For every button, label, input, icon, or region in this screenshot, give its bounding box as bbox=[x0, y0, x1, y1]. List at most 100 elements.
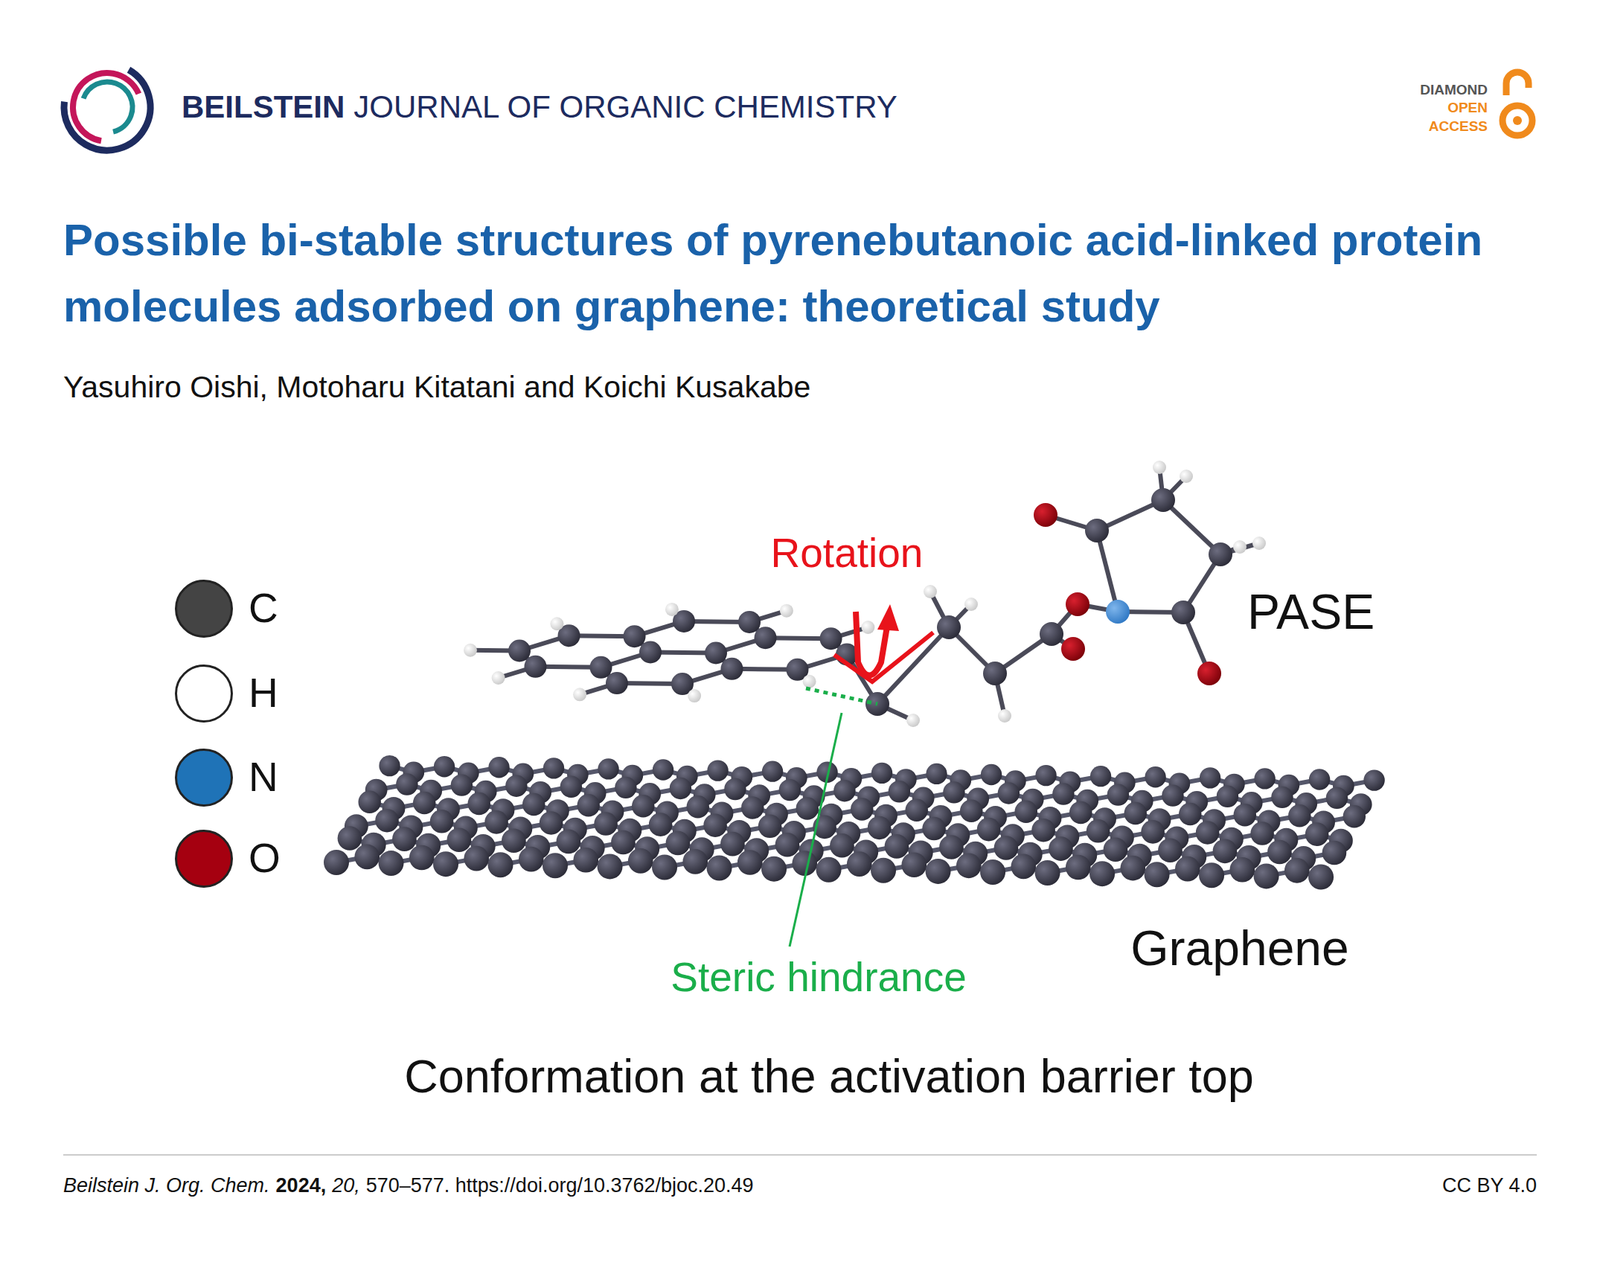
carbon-atom bbox=[623, 625, 646, 648]
graphene-atom bbox=[775, 832, 800, 858]
open-access-lock bbox=[1502, 105, 1533, 136]
carbon-atom bbox=[720, 657, 743, 681]
hydrogen-atom bbox=[1233, 540, 1247, 554]
graphene-atom bbox=[1322, 840, 1347, 866]
legend-swatch bbox=[174, 579, 233, 638]
graphene-atom bbox=[980, 859, 1006, 885]
oxygen-atom bbox=[1061, 637, 1086, 661]
graphene-atom bbox=[871, 762, 893, 784]
graphene-atom bbox=[1198, 862, 1225, 888]
logo-ring bbox=[48, 48, 166, 166]
graphene-atom bbox=[505, 774, 527, 797]
graphene-atom bbox=[648, 812, 673, 837]
hydrogen-atom bbox=[997, 709, 1012, 723]
graphene-atom bbox=[960, 799, 983, 822]
hydrogen-atom bbox=[964, 597, 978, 611]
carbon-atom bbox=[936, 615, 961, 640]
logo-ring bbox=[74, 74, 140, 140]
graphene-atom bbox=[1213, 839, 1238, 864]
leader-line bbox=[789, 712, 842, 947]
graphene-atom bbox=[1015, 800, 1038, 824]
graphene-atom bbox=[796, 797, 819, 820]
citation-part: 2024, bbox=[276, 1174, 327, 1198]
graphene-atom bbox=[1010, 854, 1036, 880]
graphene-atom bbox=[762, 761, 783, 783]
graphene-atom bbox=[1157, 837, 1183, 863]
graphene-atom bbox=[1065, 855, 1091, 881]
graphene-atom bbox=[409, 845, 435, 871]
graphene-atom bbox=[1250, 821, 1275, 846]
oxygen-atom bbox=[1065, 592, 1090, 617]
hydrogen-atom bbox=[491, 671, 506, 685]
graphene-atom bbox=[450, 773, 473, 796]
graphene-atom bbox=[556, 829, 582, 855]
carbon-atom bbox=[1151, 488, 1176, 512]
graphene-atom bbox=[1175, 856, 1201, 882]
graphene-atom bbox=[1229, 857, 1255, 883]
open-access-badge: OPEN bbox=[1447, 100, 1488, 117]
graphene-atom bbox=[1069, 801, 1092, 824]
graphene-atom bbox=[488, 852, 514, 878]
graphene-atom bbox=[1284, 858, 1310, 884]
graphene-atom bbox=[905, 798, 928, 821]
graphene-atom bbox=[1090, 765, 1112, 787]
graphene-atom bbox=[323, 849, 350, 876]
paper-title: Possible bi-stable structures of pyreneb… bbox=[63, 206, 1522, 340]
steric-contact bbox=[805, 688, 878, 704]
graphene-atom bbox=[1031, 818, 1056, 843]
graphene-atom bbox=[1305, 822, 1330, 847]
graphene-atom bbox=[1048, 836, 1074, 862]
oxygen-atom bbox=[1033, 503, 1058, 527]
graphene-atom bbox=[395, 773, 418, 795]
hydrogen-atom bbox=[779, 604, 794, 618]
graphene-atom bbox=[1308, 864, 1334, 890]
open-access-badge: ACCESS bbox=[1428, 119, 1488, 135]
graphene-atom bbox=[980, 764, 1002, 786]
graphene-atom bbox=[1363, 769, 1385, 791]
graphene-atom bbox=[1216, 785, 1239, 808]
graphene-atom bbox=[1253, 863, 1280, 889]
graphene-atom bbox=[724, 778, 746, 800]
graphene-atom bbox=[337, 826, 363, 851]
graphene-atom bbox=[593, 811, 618, 836]
hydrogen-atom bbox=[923, 584, 937, 599]
graphene-atom bbox=[560, 776, 582, 798]
hydrogen-atom bbox=[463, 643, 478, 658]
graphene-atom bbox=[378, 755, 400, 777]
footer-rule bbox=[63, 1154, 1537, 1156]
legend-swatch bbox=[174, 829, 233, 888]
license: CC BY 4.0 bbox=[1442, 1174, 1537, 1198]
carbon-atom bbox=[983, 661, 1007, 686]
graphene-atom bbox=[829, 833, 855, 859]
graphene-atom bbox=[939, 834, 964, 860]
graphene-atom bbox=[669, 777, 692, 800]
graphene-atom bbox=[1233, 803, 1257, 827]
graphene-atom bbox=[488, 756, 510, 778]
carbon-atom bbox=[1039, 622, 1064, 646]
graphene-atom bbox=[1144, 766, 1166, 788]
graphene-atom bbox=[1195, 820, 1220, 845]
molecule-bond bbox=[1096, 530, 1118, 612]
graphene-atom bbox=[779, 779, 801, 801]
annotation: Steric hindrance bbox=[670, 954, 966, 1001]
carbon-atom bbox=[605, 672, 629, 695]
graphene-atom bbox=[433, 756, 455, 777]
graphene-atom bbox=[922, 817, 946, 841]
graphene-atom bbox=[867, 816, 892, 841]
graphene-atom bbox=[463, 846, 489, 872]
graphene-atom bbox=[597, 853, 623, 879]
graphene-atom bbox=[942, 781, 965, 803]
graphene-atom bbox=[833, 779, 856, 802]
graphene-atom bbox=[977, 817, 1001, 842]
graphene-atom bbox=[703, 813, 728, 838]
graphene-atom bbox=[631, 794, 655, 818]
graphene-atom bbox=[682, 849, 708, 875]
graphene-atom bbox=[925, 763, 947, 785]
graphene-atom bbox=[1086, 819, 1111, 844]
graphene-atom bbox=[357, 791, 381, 814]
graphene-atom bbox=[573, 847, 599, 873]
open-access-badge: DIAMOND bbox=[1419, 82, 1488, 99]
annotation: Rotation bbox=[770, 529, 924, 577]
carbon-atom bbox=[589, 656, 612, 679]
graphene-atom bbox=[994, 835, 1019, 861]
